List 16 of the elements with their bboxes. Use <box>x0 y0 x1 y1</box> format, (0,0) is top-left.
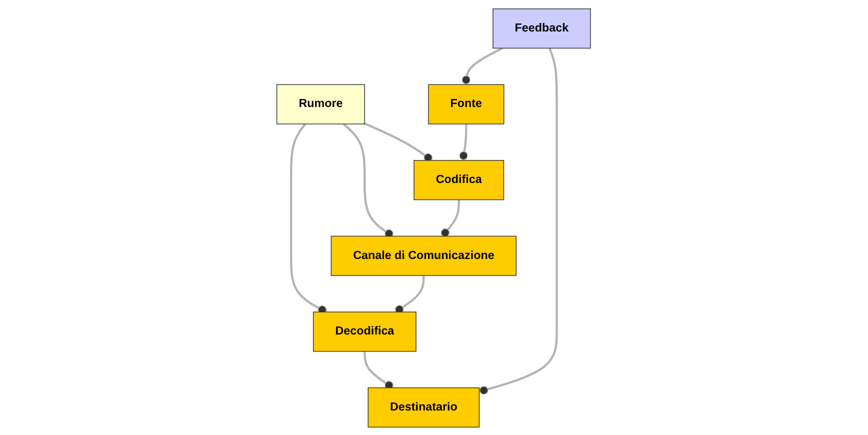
connector <box>290 122 328 314</box>
connector <box>460 123 468 160</box>
node-box: Canale di Comunicazione <box>331 235 517 276</box>
connector <box>364 350 394 390</box>
node-box: Rumore <box>276 84 366 124</box>
connector <box>479 47 558 394</box>
connector <box>441 199 460 237</box>
node-box: Codifica <box>414 160 504 200</box>
node-box: Destinatario <box>368 386 480 427</box>
node-box: Feedback <box>492 8 592 48</box>
connector <box>343 122 394 238</box>
node-box: Fonte <box>428 84 505 124</box>
connector <box>364 122 433 162</box>
connector <box>395 275 426 314</box>
node-box: Decodifica <box>313 311 417 352</box>
connector <box>462 46 504 84</box>
